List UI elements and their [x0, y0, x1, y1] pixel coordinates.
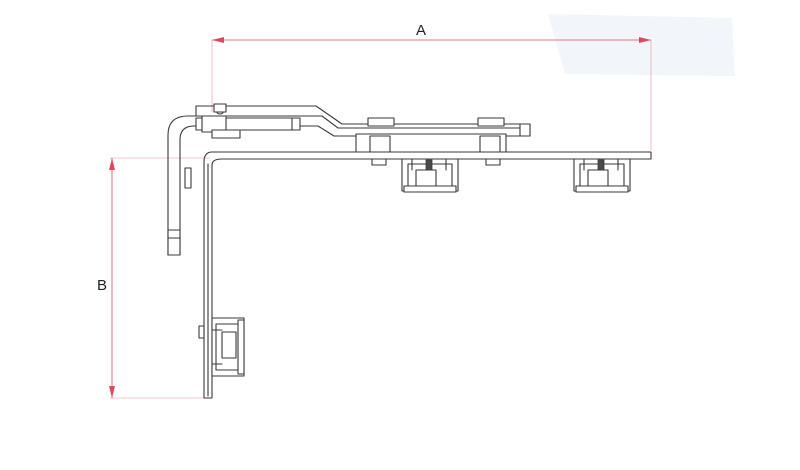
dimension-b-arrow-bottom: [109, 386, 115, 398]
pivot-lower-block: [211, 129, 241, 139]
connection-bar-body: [355, 133, 507, 153]
mounting-clip-1-base: [403, 185, 457, 193]
mounting-clip-1-block: [415, 169, 437, 187]
arm-side-tab: [184, 167, 192, 189]
mounting-clip-1: [401, 158, 459, 193]
connection-bar-foot-right: [485, 158, 501, 166]
connection-bar-cap-left: [367, 117, 395, 127]
vertical-plate: [203, 151, 223, 399]
pivot-screw: [213, 103, 227, 113]
connection-bar-foot-left: [371, 158, 387, 166]
horizontal-plate: [211, 151, 652, 160]
mounting-clip-3-base: [237, 319, 245, 375]
dimension-a-arrow-left: [212, 37, 224, 43]
mounting-clip-3-side-tab: [198, 325, 205, 339]
connection-bar-cap-right: [477, 117, 505, 127]
mounting-clip-2-block: [587, 169, 609, 187]
mounting-clip-1-screw: [425, 159, 433, 171]
connection-bar-post-left: [369, 135, 391, 153]
link-plate-end-block: [519, 123, 531, 137]
hinge-arm-outer: [167, 115, 521, 256]
connection-bar: [355, 117, 507, 166]
dimension-a-arrow-right: [639, 37, 651, 43]
dimension-a: A: [211, 22, 652, 150]
mounting-clip-2-base: [575, 185, 629, 193]
connection-bar-post-right: [479, 135, 501, 153]
mounting-clip-2-screw: [597, 159, 605, 171]
dimension-b-arrow-top: [109, 158, 115, 170]
mounting-clip-3: [198, 317, 245, 377]
mounting-clip-2: [573, 158, 631, 193]
mounting-clip-3-block: [221, 331, 237, 359]
hinge-arm: [167, 103, 531, 256]
background-watermark: [548, 14, 735, 76]
dimension-b-label: B: [97, 277, 107, 294]
dimension-b: B: [97, 157, 210, 399]
dimension-a-label: A: [416, 22, 426, 39]
hinge-arm-tip: [167, 229, 181, 256]
